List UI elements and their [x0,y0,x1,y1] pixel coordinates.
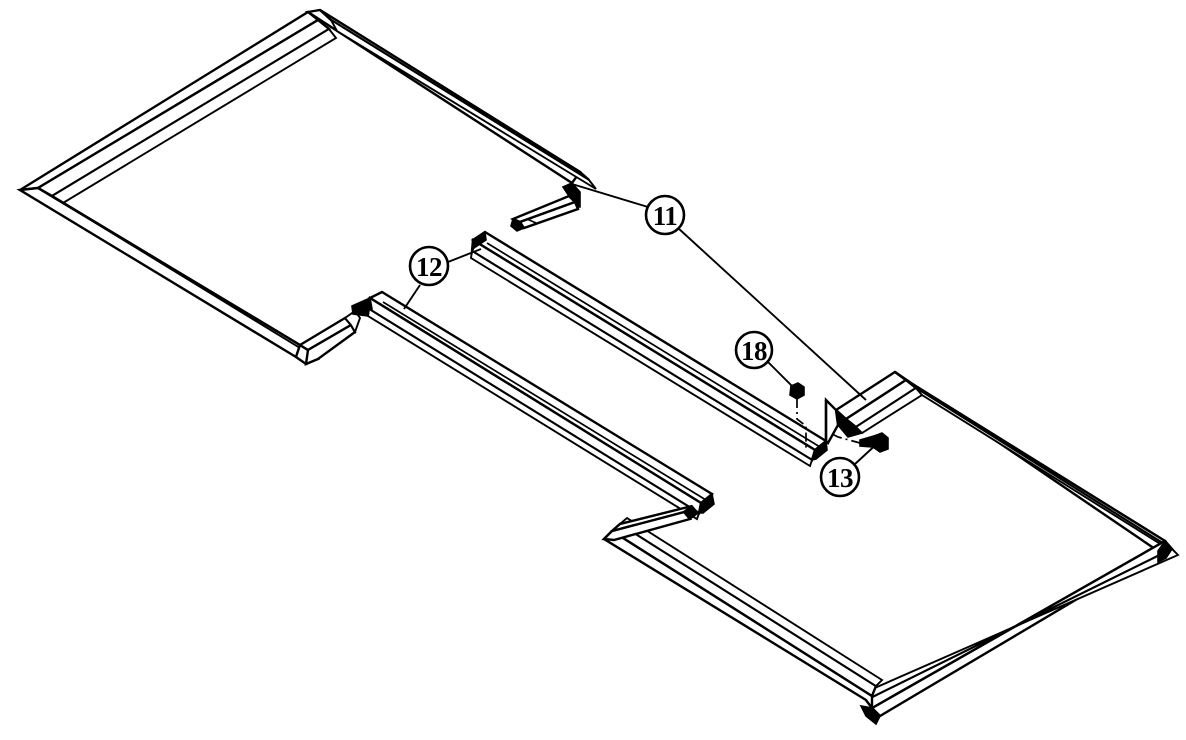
callout-13-circle[interactable] [819,456,861,498]
callout-11-label: 11 [653,201,678,231]
right-frame-step-rail-inner [610,522,878,698]
hex-nut-centerline [796,399,807,450]
left-frame-top-rail-lip [50,27,338,205]
leader-12-lower [403,284,421,310]
lower-center-rail-front-face [367,295,703,515]
left-frame-assembly [16,8,597,366]
upper-center-rail-right-endcap [810,439,828,462]
lower-center-rail-highlight [382,301,707,501]
hex-bolt-part-13 [825,430,889,453]
lower-center-rail [351,290,715,521]
callout-11[interactable]: 11 [644,194,686,236]
joint-plate [824,397,840,445]
right-frame-bottom-rail-lip [859,547,1180,702]
left-frame-bracket-tab-edge [568,190,581,198]
leader-18 [767,361,794,388]
callout-12-label: 12 [416,252,442,282]
right-frame-right-rail-lip [915,387,1179,556]
hex-nut-body [789,382,805,400]
callout-18[interactable]: 18 [734,330,774,370]
callout-13[interactable]: 13 [819,456,861,498]
right-frame-step-rail-lip [618,516,884,688]
right-frame-return-rail-endcap [682,504,700,521]
right-frame-step-rail-outer [602,529,874,712]
upper-center-rail-highlight [486,242,821,448]
hex-bolt-head [872,432,889,453]
hex-bolt-centerline [825,430,861,444]
callout-12[interactable]: 12 [408,245,450,287]
left-frame-lower-rail-outer [16,186,302,359]
leader-13 [854,440,881,465]
lower-center-rail-right-endcap [698,492,715,514]
hex-nut-part-18 [789,382,807,450]
leader-12-upper [447,248,482,263]
left-frame-top-rail-outer [19,10,321,192]
callout-11-circle[interactable] [644,194,686,236]
bracket-brace-endcap [510,217,526,232]
right-frame-bottom-left-cap [859,704,881,726]
left-frame-top-rail-inner [35,18,332,198]
callout-18-label: 18 [741,336,767,366]
right-frame-assembly [601,370,1180,726]
left-frame-upper-right-rail-lip [328,17,597,190]
lower-center-rail-left-endcap [351,296,373,317]
callout-12-circle[interactable] [408,245,450,287]
leader-11-left [571,183,649,208]
callout-13-label: 13 [827,463,853,493]
left-frame-lower-rail-lip [51,195,319,360]
leader-11-right [677,227,867,401]
upper-center-rail-left-endcap [471,230,487,252]
bracket-brace-hole [526,218,537,224]
upper-center-rail [469,230,829,468]
hex-bolt-shank [859,434,875,448]
leader-lines [403,183,881,465]
right-frame-corner-gusset [1157,539,1174,564]
upper-center-rail-bottom-lip [469,249,814,468]
callout-18-circle[interactable] [734,330,774,370]
